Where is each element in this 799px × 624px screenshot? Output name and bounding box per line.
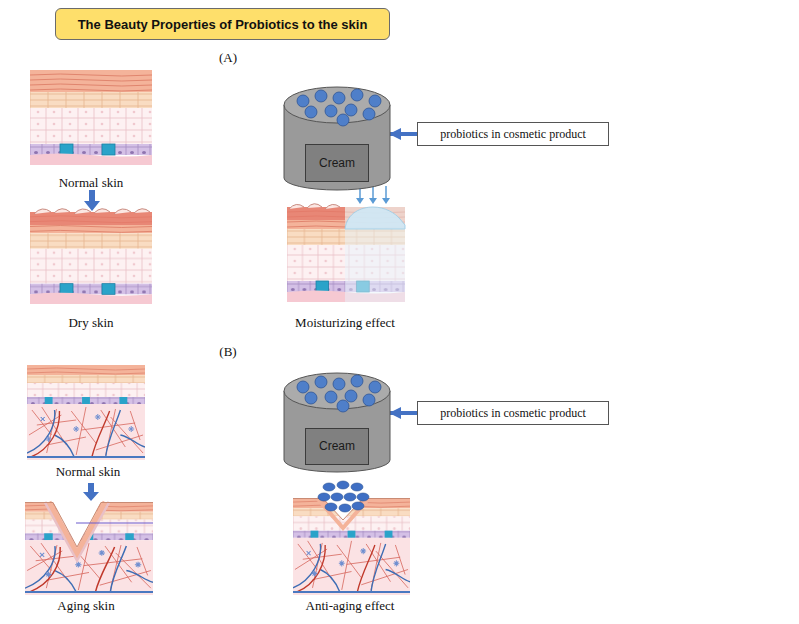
caption: (A) <box>219 50 237 66</box>
aging-skin-layers <box>25 502 153 595</box>
probiotic-particle <box>331 493 343 501</box>
wrinkle-fold <box>45 502 109 560</box>
jar-lid <box>284 87 390 123</box>
caption: Aging skin <box>57 598 114 614</box>
probiotic-dot <box>297 95 309 107</box>
label-box: probiotics in cosmetic product <box>417 401 609 425</box>
probiotic-dot <box>369 95 381 107</box>
probiotic-particle <box>323 483 335 491</box>
down-arrow <box>84 190 100 211</box>
wrinkle-fold <box>317 498 369 528</box>
skin-flakes <box>289 204 340 209</box>
caption: Normal skin <box>59 175 124 191</box>
hydrated-area <box>345 207 405 302</box>
dry-skin <box>30 209 152 304</box>
cream-drop <box>345 207 405 229</box>
probiotic-dot <box>297 381 309 393</box>
moist-skin-layers <box>287 207 405 302</box>
probiotic-dot <box>333 92 345 104</box>
probiotic-particle <box>318 493 330 501</box>
caption: Normal skin <box>56 464 121 480</box>
probiotic-dot <box>345 390 357 402</box>
probiotic-particle <box>339 504 351 512</box>
probiotic-particle <box>357 493 369 501</box>
down-arrow <box>83 483 99 501</box>
box-text: probiotics in cosmetic product <box>440 406 586 421</box>
probiotic-dot <box>337 114 349 126</box>
small-arrow-head <box>382 198 390 204</box>
dry-top-band <box>287 207 345 220</box>
caption: Anti-aging effect <box>306 598 395 614</box>
title-banner: The Beauty Properties of Probiotics to t… <box>55 8 390 40</box>
probiotic-particle <box>337 481 349 489</box>
probiotic-particle <box>352 502 364 510</box>
probiotic-dot <box>325 391 337 403</box>
probiotic-dot <box>333 378 345 390</box>
probiotic-dot <box>369 381 381 393</box>
box-text: probiotics in cosmetic product <box>440 127 586 142</box>
label-box: probiotics in cosmetic product <box>417 122 609 146</box>
probiotic-dot <box>305 392 317 404</box>
normal-skin-a <box>30 70 152 165</box>
small-arrow <box>385 186 387 199</box>
probiotic-dot <box>315 90 327 102</box>
anti-aging-skin-layers <box>293 498 410 595</box>
caption: Dry skin <box>68 315 113 331</box>
anti-aging-skin <box>293 498 410 595</box>
probiotic-dot <box>351 89 363 101</box>
probiotic-dot <box>363 394 375 406</box>
small-arrow <box>372 186 374 199</box>
probiotic-particle <box>344 493 356 501</box>
pointer-arrow <box>390 132 417 136</box>
small-arrow-head <box>356 198 364 204</box>
dry-skin-layers <box>30 212 152 304</box>
dry-top-band <box>30 212 152 225</box>
moisturized-skin <box>287 204 405 302</box>
caption: Moisturizing effect <box>295 315 395 331</box>
probiotic-dot <box>315 376 327 388</box>
wrinkle-pointer <box>76 523 153 524</box>
normal-skin-b <box>27 365 145 460</box>
skin-flakes <box>34 209 150 214</box>
wrinkle-notch <box>53 502 101 547</box>
wrinkle-notch <box>323 498 363 520</box>
probiotic-dot <box>363 108 375 120</box>
probiotic-particles <box>318 481 369 512</box>
probiotic-dot <box>351 375 363 387</box>
jar-label: Cream <box>305 428 370 465</box>
skin-surface <box>293 499 410 521</box>
skin-surface <box>25 503 153 548</box>
jar-lid <box>284 373 390 409</box>
pointer-arrow <box>390 411 417 415</box>
probiotic-particle <box>325 503 337 511</box>
jar-label: Cream <box>305 144 370 182</box>
caption: (B) <box>219 344 236 360</box>
cream-jar: Cream <box>283 372 391 474</box>
probiotic-dot <box>337 400 349 412</box>
probiotic-dot <box>345 104 357 116</box>
probiotic-particle <box>351 483 363 491</box>
aging-skin <box>25 502 153 595</box>
probiotic-dot <box>325 105 337 117</box>
cream-jar: Cream <box>283 86 391 192</box>
small-arrow-head <box>369 198 377 204</box>
probiotic-dot <box>305 106 317 118</box>
